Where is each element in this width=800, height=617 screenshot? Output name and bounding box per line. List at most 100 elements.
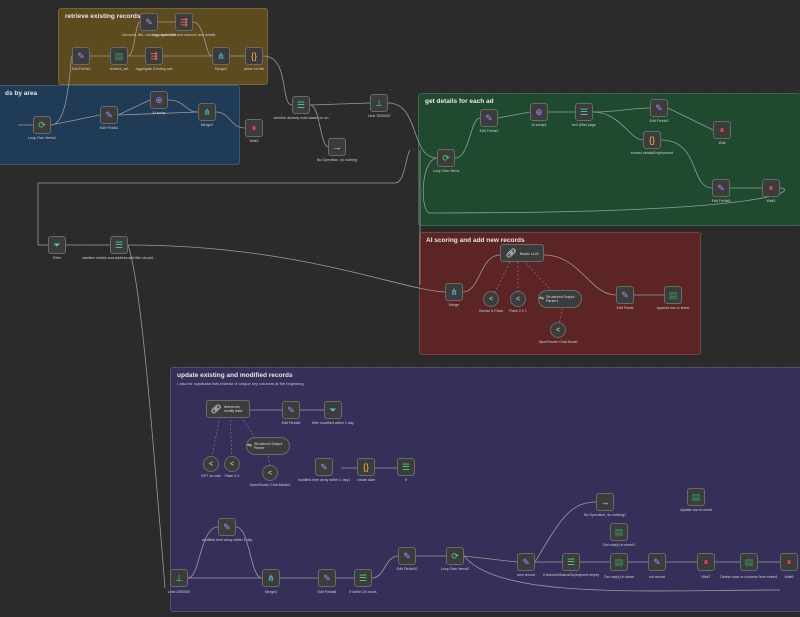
wait2-node[interactable]: ⏸ [245,119,263,137]
filter-node[interactable]: ⏷ [48,236,66,254]
node-label: extract detailsEmployment [630,151,674,155]
node-label: Append row in sheet [656,306,690,310]
wire [117,111,199,116]
wait7-node[interactable]: ⏸ [697,553,715,571]
wait6-node[interactable]: ⏸ [780,553,798,571]
edit-fields1-node[interactable]: ✎ [100,106,118,124]
edit-fields3-node[interactable]: ✎ [650,99,668,117]
loop-over-items2-node[interactable]: ⟳ [446,547,464,565]
wire [592,111,644,141]
if-node[interactable]: ☰ [397,458,415,476]
wire [497,111,531,119]
delete-rows-node[interactable]: ▤ [740,553,758,571]
modified-array-node[interactable]: ✎ [315,458,333,476]
group-retrieve-existing[interactable]: retrieve existing records [58,8,268,85]
node-label: Edit Fields6 [281,421,301,425]
aggregate-existing-node[interactable]: ⇶ [145,47,163,65]
node-label: retrieve_set [109,67,129,71]
job-area-node[interactable]: ✎ [140,13,158,31]
edit-fields10-node[interactable]: ✎ [398,547,416,565]
node-label: Filter [53,256,61,260]
loop-icon: ⟳ [451,550,459,561]
node-label: if checkedStatusDeployment empty [542,573,600,577]
loop-over-items-node[interactable]: ⟳ [437,149,455,167]
edit-fields5-node[interactable]: ✎ [712,179,730,197]
pause-icon: ⏸ [251,122,257,133]
node-label: No Operation, do nothing1 [583,513,627,517]
no-operation2-node[interactable]: → [596,493,614,511]
edit-fields6-node[interactable]: ✎ [282,401,300,419]
merge-icon: ⋔ [267,572,275,583]
pencil-icon: ✎ [223,521,231,532]
if-checked-node[interactable]: ☰ [562,553,580,571]
node-label: Loop Over Items2 [440,567,470,571]
update-row-node[interactable]: ▤ [687,488,705,506]
code-icon: {} [362,461,369,472]
node-label: Loop Over Items [432,169,460,173]
merge-icon: ⋔ [203,106,211,117]
whether-exists-node[interactable]: ☰ [292,96,310,114]
node-label: text (filter page [572,123,596,127]
filter-modified-node[interactable]: ⏷ [324,401,342,419]
if-within-node[interactable]: ☰ [354,569,372,587]
node-label: Wait1 [766,199,776,203]
edit-fields-ai-node[interactable]: ✎ [616,286,634,304]
code-icon: {} [648,134,655,145]
text-filter-node[interactable]: ☰ [575,103,593,121]
merge-ai-node[interactable]: ⋔ [445,283,463,301]
append-row-node[interactable]: ▤ [664,286,682,304]
limit2-node[interactable]: ⊥ [170,569,188,587]
aggregate-details-node[interactable]: ⇶ [175,13,193,31]
model-wire [267,451,271,471]
node-label: whether already exist based on url [273,116,329,120]
merge2-node[interactable]: ⋔ [212,47,230,65]
get-rows-node[interactable]: ▤ [610,553,628,571]
node-label: OpenRouter Chat Model1 [249,483,291,487]
wait-node[interactable]: ⏸ [713,121,731,139]
openrouter2-model-node[interactable]: < [262,465,278,481]
node-label: Job area, title, columns, and detail [121,33,177,37]
flash2-model-node[interactable]: < [224,456,240,472]
gemini-model-node[interactable]: < [483,291,499,307]
modified-array2-node[interactable]: ✎ [218,518,236,536]
structured-parser-node[interactable]: ⇋ Structured Output Parser1 [538,290,582,308]
create-date-node[interactable]: {} [357,458,375,476]
node-label: Edit Fields2 [479,129,499,133]
openrouter-model-node[interactable]: < [550,322,566,338]
merge3-node[interactable]: ⋔ [262,569,280,587]
edit-fields2-node[interactable]: ✎ [480,109,498,127]
pause-icon: ⏸ [703,556,709,567]
wire [463,555,781,592]
ai-scrap1-node[interactable]: ⊕ [530,103,548,121]
node-label: Wait6 [784,575,794,579]
node-label: Update row in sheet [680,508,712,512]
old-record-node[interactable]: ✎ [648,553,666,571]
node-title: Basic LLM [519,250,539,256]
ai-scrap-node[interactable]: ⊕ [150,91,168,109]
structured-parser2-node[interactable]: ⇋ Structured Output Parser [246,437,290,455]
extract-node[interactable]: {} [643,131,661,149]
limit-node[interactable]: ⊥ [370,94,388,112]
no-operation-node[interactable]: → [328,138,346,156]
basic-llm-node[interactable]: 🔗︎ Basic LLM [500,244,544,262]
retrieve-set-node[interactable]: ▤ [110,47,128,65]
node-label: AI scrap [152,111,166,115]
determine-modify-node[interactable]: 🔗︎ determine modify data [206,400,250,418]
arrow-right-icon: → [600,496,610,507]
parse-json-node[interactable]: {} [245,47,263,65]
whether-details-node[interactable]: ☰ [110,236,128,254]
gpt-model-node[interactable]: < [203,456,219,472]
wait1-node[interactable]: ⏸ [762,179,780,197]
filter-icon: ☰ [401,461,411,472]
get-rows1-node[interactable]: ▤ [610,523,628,541]
group-title: update existing and modified records [177,372,293,379]
pencil-icon: ✎ [655,102,663,113]
loop-over-items1-node[interactable]: ⟳ [33,116,51,134]
merge-area-node[interactable]: ⋔ [198,103,216,121]
flash-model-node[interactable]: < [510,291,526,307]
edit-fields4-node[interactable]: ✎ [72,47,90,65]
node-label: Gemini & Flash [478,309,504,313]
new-record-node[interactable]: ✎ [517,553,535,571]
loop-icon: ⟳ [442,152,450,163]
edit-fields8-node[interactable]: ✎ [318,569,336,587]
